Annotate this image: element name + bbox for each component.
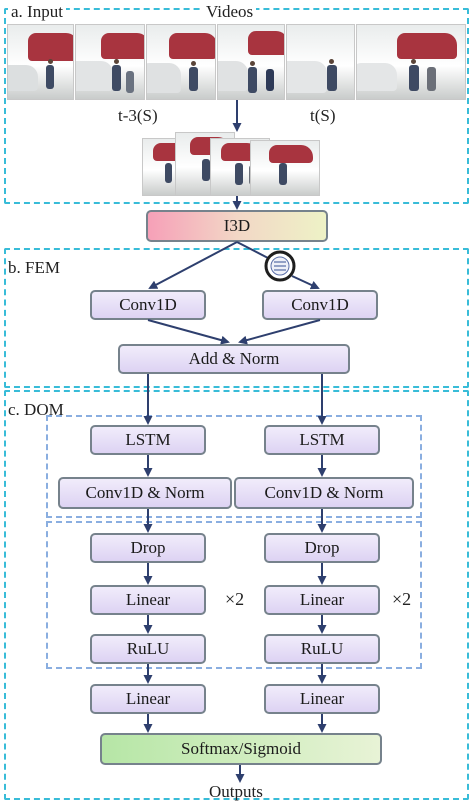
video-frame-icon <box>146 24 216 100</box>
conv-norm-left: Conv1D & Norm <box>58 477 232 509</box>
time-start-label: t-3(S) <box>118 106 158 125</box>
video-frame-icon <box>217 24 285 100</box>
videos-label: Videos <box>203 2 257 22</box>
dom-section <box>4 390 469 800</box>
linear2-right: Linear <box>264 684 380 714</box>
arrow-conv-left-to-addnorm <box>147 319 230 345</box>
section-label-fem: b. FEM <box>8 258 60 277</box>
video-frame-icon <box>356 24 466 100</box>
repeat-label-right: ×2 <box>392 589 412 609</box>
linear1-left: Linear <box>90 585 206 615</box>
video-frame-icon <box>286 24 355 100</box>
dom-recurrent-frame <box>46 415 422 518</box>
video-frame-icon <box>250 140 320 196</box>
time-end-label: t(S) <box>310 106 336 125</box>
fem-section <box>4 248 469 388</box>
drop-right: Drop <box>264 533 380 563</box>
lstm-left: LSTM <box>90 425 206 455</box>
lstm-right: LSTM <box>264 425 380 455</box>
linear1-right: Linear <box>264 585 380 615</box>
relu-left: RuLU <box>90 634 206 664</box>
arrow-i3d-to-shuffle <box>236 241 269 259</box>
video-frame-icon <box>7 24 74 100</box>
arrow-conv-right-to-addnorm <box>238 319 321 345</box>
outputs-label: Outputs <box>209 782 263 801</box>
drop-left: Drop <box>90 533 206 563</box>
dom-mlp-frame <box>46 521 422 669</box>
linear2-left: Linear <box>90 684 206 714</box>
i3d-block: I3D <box>146 210 328 242</box>
shuffle-circle-icon <box>264 250 296 282</box>
conv-norm-right: Conv1D & Norm <box>234 477 414 509</box>
relu-right: RuLU <box>264 634 380 664</box>
video-frame-icon <box>75 24 145 100</box>
add-norm-block: Add & Norm <box>118 344 350 374</box>
fem-conv1d-right: Conv1D <box>262 290 378 320</box>
arrow-i3d-to-conv-left <box>148 241 238 289</box>
arrow-shuffle-to-conv-right <box>291 275 320 290</box>
section-label-input: a. Input <box>8 2 66 22</box>
section-label-dom: c. DOM <box>8 400 64 419</box>
softmax-sigmoid-block: Softmax/Sigmoid <box>100 733 382 765</box>
fem-conv1d-left: Conv1D <box>90 290 206 320</box>
repeat-label-left: ×2 <box>225 589 245 609</box>
